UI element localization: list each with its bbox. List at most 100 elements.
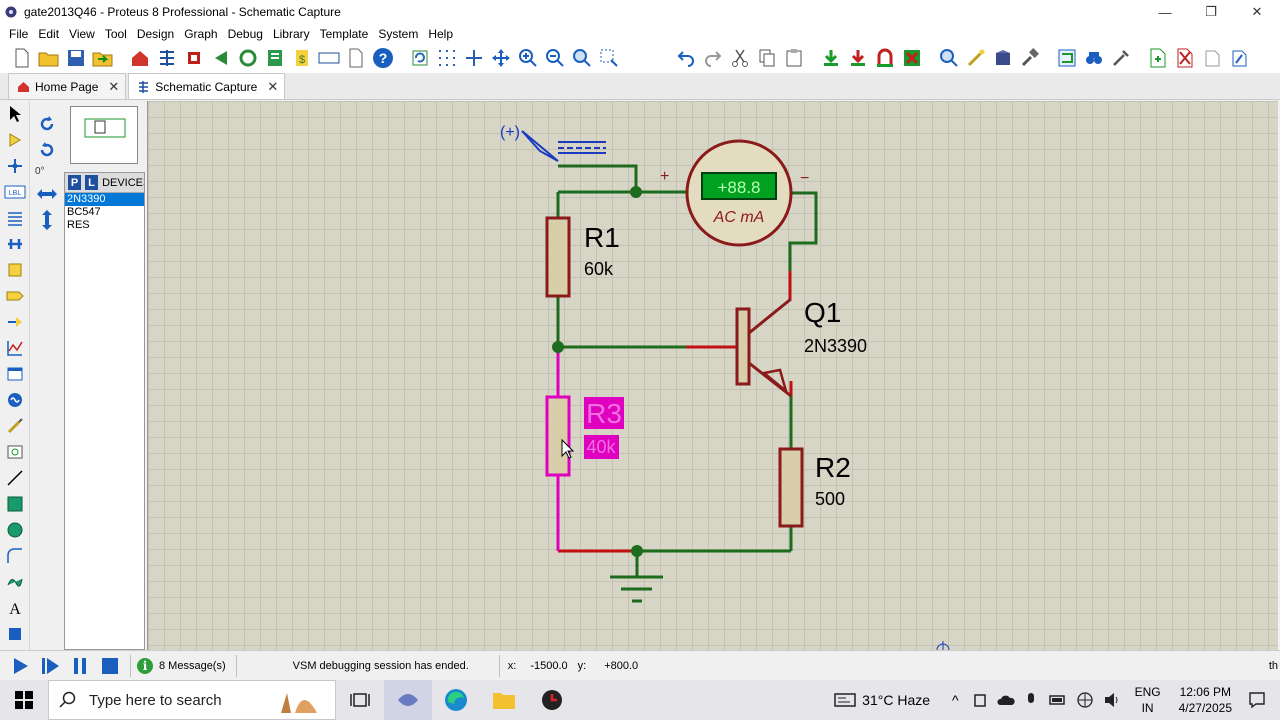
- onedrive-icon[interactable]: [997, 693, 1015, 707]
- taskbar-search-box[interactable]: Type here to search: [48, 680, 336, 720]
- proteus-taskbar-icon[interactable]: [384, 680, 432, 720]
- schematic-icon[interactable]: [153, 45, 180, 71]
- wire-label-icon[interactable]: LBL: [0, 179, 29, 205]
- info-icon[interactable]: i: [137, 657, 153, 674]
- tab-home-close-icon[interactable]: ✕: [108, 78, 120, 94]
- grid-icon[interactable]: [433, 45, 460, 71]
- pause-icon[interactable]: [66, 652, 94, 680]
- text-script-icon[interactable]: [0, 205, 29, 231]
- text-tool-icon[interactable]: A: [0, 595, 29, 621]
- power-terminal[interactable]: (+): [500, 124, 606, 162]
- menu-library[interactable]: Library: [272, 26, 310, 41]
- message-count[interactable]: 8 Message(s): [159, 659, 226, 672]
- paste-icon[interactable]: [780, 45, 807, 71]
- voltage-probe-icon[interactable]: [0, 413, 29, 439]
- play-icon[interactable]: [6, 652, 34, 680]
- menu-design[interactable]: Design: [136, 26, 175, 41]
- ac-ammeter[interactable]: + − +88.8 AC mA: [660, 139, 809, 247]
- block-copy-icon[interactable]: [817, 45, 844, 71]
- zoom-in-icon[interactable]: [514, 45, 541, 71]
- arc-tool-icon[interactable]: [0, 543, 29, 569]
- overview-window[interactable]: [70, 106, 138, 164]
- pick-device-button[interactable]: P: [68, 175, 82, 190]
- undo-icon[interactable]: [672, 45, 699, 71]
- subcircuit-icon[interactable]: [0, 257, 29, 283]
- source-code-icon[interactable]: [315, 45, 342, 71]
- design-explorer-icon[interactable]: [261, 45, 288, 71]
- menu-view[interactable]: View: [69, 26, 95, 41]
- bill-of-materials-icon[interactable]: $: [288, 45, 315, 71]
- remove-sheet-icon[interactable]: [1171, 45, 1198, 71]
- resistor-r1[interactable]: R1 60k: [545, 216, 620, 298]
- weather-icon[interactable]: [834, 692, 856, 708]
- zoom-area-icon[interactable]: [595, 45, 622, 71]
- task-view-icon[interactable]: [336, 680, 384, 720]
- graph-mode-icon[interactable]: [0, 335, 29, 361]
- package-tool-icon[interactable]: [989, 45, 1016, 71]
- copy-icon[interactable]: [753, 45, 780, 71]
- generator-mode-icon[interactable]: [0, 387, 29, 413]
- mirror-horizontal-icon[interactable]: [31, 181, 63, 207]
- pick-device-icon[interactable]: [935, 45, 962, 71]
- microphone-icon[interactable]: [1025, 692, 1037, 708]
- menu-edit[interactable]: Edit: [38, 26, 60, 41]
- selection-mode-icon[interactable]: [0, 101, 29, 127]
- block-rotate-icon[interactable]: [871, 45, 898, 71]
- ground-symbol[interactable]: [610, 575, 663, 603]
- decompose-icon[interactable]: [1016, 45, 1043, 71]
- transistor-q1[interactable]: Q1 2N3390: [735, 297, 867, 398]
- language-indicator[interactable]: ENG IN: [1135, 684, 1161, 716]
- mirror-vertical-icon[interactable]: [31, 207, 63, 233]
- rotate-clockwise-icon[interactable]: [31, 111, 63, 137]
- restore-button[interactable]: ❐: [1205, 4, 1217, 19]
- tab-schematic-capture[interactable]: Schematic Capture ✕: [128, 73, 286, 99]
- new-sheet-icon[interactable]: [1144, 45, 1171, 71]
- pan-icon[interactable]: [487, 45, 514, 71]
- save-icon[interactable]: [62, 45, 89, 71]
- netlist-icon[interactable]: [1225, 45, 1252, 71]
- close-button[interactable]: ✕: [1251, 4, 1263, 19]
- rotate-anticlockwise-icon[interactable]: [31, 137, 63, 163]
- box-tool-icon[interactable]: [0, 491, 29, 517]
- wire-autorouter-icon[interactable]: [1053, 45, 1080, 71]
- tab-schematic-close-icon[interactable]: ✕: [267, 78, 279, 94]
- menu-system[interactable]: System: [378, 26, 419, 41]
- usb-icon[interactable]: [973, 692, 987, 708]
- network-globe-icon[interactable]: [1076, 692, 1093, 708]
- redo-icon[interactable]: [699, 45, 726, 71]
- menu-debug[interactable]: Debug: [227, 26, 263, 41]
- help-icon[interactable]: ?: [369, 45, 396, 71]
- junction-dot-icon[interactable]: [0, 153, 29, 179]
- new-file-icon[interactable]: [8, 45, 35, 71]
- gerber-icon[interactable]: [234, 45, 261, 71]
- schematic-canvas[interactable]: (+) R1 60k + − +88.8 AC mA Q1: [147, 101, 1278, 650]
- app-taskbar-icon[interactable]: [528, 680, 576, 720]
- zoom-all-icon[interactable]: [568, 45, 595, 71]
- 3d-view-icon[interactable]: [207, 45, 234, 71]
- buses-icon[interactable]: [0, 231, 29, 257]
- speaker-icon[interactable]: [1103, 692, 1121, 708]
- tape-recorder-icon[interactable]: [0, 361, 29, 387]
- file-explorer-icon[interactable]: [480, 680, 528, 720]
- device-list-item[interactable]: RES: [67, 219, 90, 231]
- menu-tool[interactable]: Tool: [104, 26, 127, 41]
- device-pins-icon[interactable]: [0, 309, 29, 335]
- circle-tool-icon[interactable]: [0, 517, 29, 543]
- origin-icon[interactable]: [460, 45, 487, 71]
- import-icon[interactable]: [89, 45, 116, 71]
- battery-icon[interactable]: [1048, 694, 1067, 706]
- symbol-tool-icon[interactable]: [0, 621, 29, 647]
- edge-icon[interactable]: [432, 680, 480, 720]
- minimize-button[interactable]: —: [1158, 4, 1172, 20]
- rotation-angle[interactable]: 0°: [35, 166, 45, 177]
- resistor-r3[interactable]: R3 40k: [545, 395, 624, 477]
- menu-help[interactable]: Help: [428, 26, 454, 41]
- property-assignment-icon[interactable]: [1107, 45, 1134, 71]
- clock[interactable]: 12:06 PM 4/27/2025: [1179, 684, 1232, 716]
- block-move-icon[interactable]: [844, 45, 871, 71]
- search-tag-icon[interactable]: [1080, 45, 1107, 71]
- zoom-out-icon[interactable]: [541, 45, 568, 71]
- weather-text[interactable]: 31°C Haze: [862, 692, 931, 708]
- pcb-icon[interactable]: [180, 45, 207, 71]
- refresh-icon[interactable]: [406, 45, 433, 71]
